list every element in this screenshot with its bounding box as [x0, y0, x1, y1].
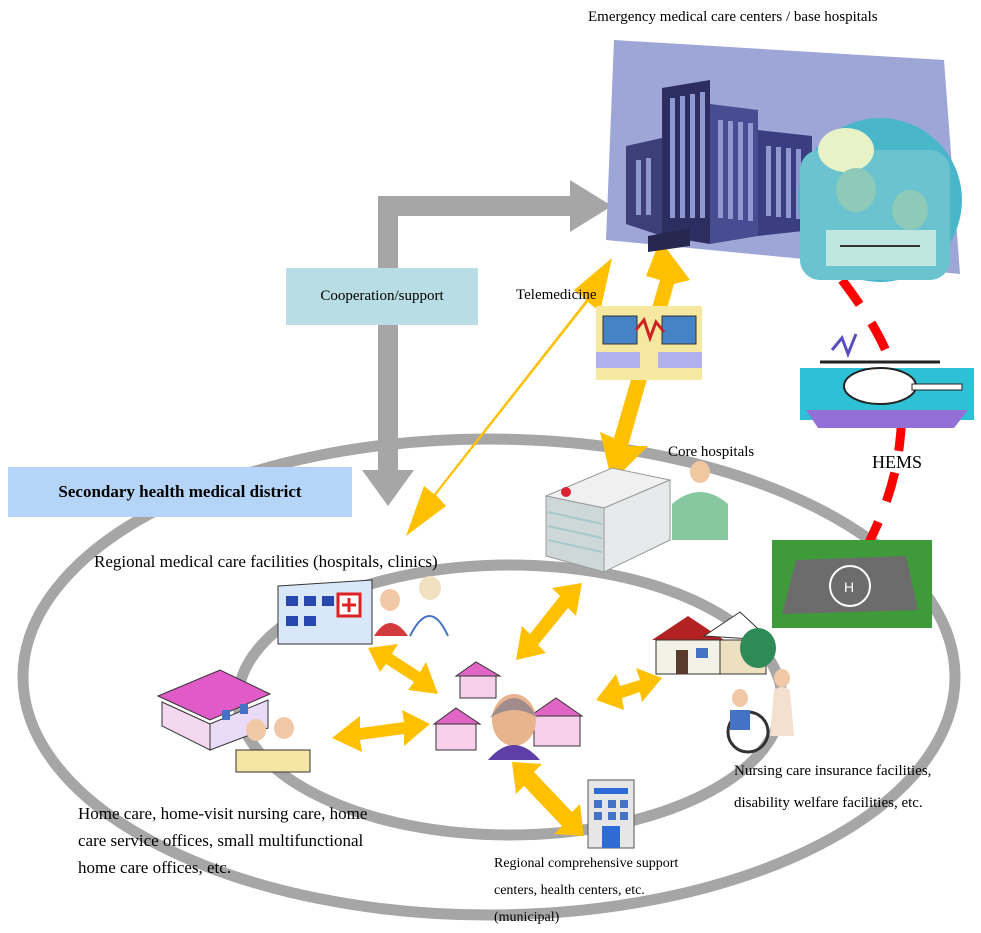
outer-district-ring	[17, 433, 961, 921]
arrow-home-community	[332, 710, 430, 752]
wheelchair-caregiver-icon	[726, 669, 794, 754]
house-icon	[652, 611, 776, 675]
telemedicine-label: Telemedicine	[516, 287, 597, 303]
support-centers-label: Regional comprehensive support centers, …	[494, 850, 754, 931]
emergency-centers-label: Emergency medical care centers / base ho…	[588, 9, 878, 25]
support-label-line-3: (municipal)	[494, 910, 560, 925]
telemedicine-computers-icon	[596, 306, 702, 380]
municipal-office-icon	[587, 779, 635, 849]
regional-facilities-label: Regional medical care facilities (hospit…	[94, 552, 438, 571]
community-elder-icon	[432, 661, 584, 760]
doctor-icon	[672, 461, 728, 540]
clinic-icon	[277, 579, 373, 645]
support-label-line-2: centers, health centers, etc.	[494, 883, 645, 898]
secondary-district-label: Secondary health medical district	[58, 482, 302, 501]
hospital-building-icon	[544, 467, 672, 573]
nursing-label-line-2: disability welfare facilities, etc.	[734, 795, 923, 811]
home-label-line-1: Home care, home-visit nursing care, home	[78, 804, 368, 823]
secondary-district-box: Secondary health medical district	[8, 467, 352, 517]
arrow-nursing-community	[596, 668, 662, 710]
cooperation-arrow	[362, 180, 612, 506]
cooperation-support-label: Cooperation/support	[320, 288, 444, 304]
support-label-line-1: Regional comprehensive support	[494, 856, 679, 871]
arrow-core-community	[516, 583, 582, 660]
hems-route	[838, 277, 906, 583]
home-care-label: Home care, home-visit nursing care, home…	[78, 800, 458, 881]
home-care-icon	[156, 669, 311, 773]
svg-text:H: H	[844, 579, 854, 595]
helicopter-icon	[800, 333, 974, 428]
home-label-line-2: care service offices, small multifunctio…	[78, 831, 364, 850]
patient-doctor-icon	[374, 576, 449, 637]
home-label-line-3: home care offices, etc.	[78, 858, 232, 877]
helipad-icon: H	[772, 540, 932, 628]
nursing-facilities-label: Nursing care insurance facilities, disab…	[734, 755, 931, 819]
arrow-community-municipal	[512, 762, 584, 836]
arrow-clinic-community	[368, 644, 438, 694]
surgical-team-icon	[798, 118, 962, 282]
local-arrows	[332, 583, 662, 836]
referral-arrow-emergency-regional	[406, 258, 612, 536]
hems-label: HEMS	[872, 452, 923, 472]
core-hospitals-label: Core hospitals	[668, 444, 755, 460]
cooperation-support-box: Cooperation/support	[286, 268, 478, 325]
nursing-label-line-1: Nursing care insurance facilities,	[734, 763, 932, 779]
